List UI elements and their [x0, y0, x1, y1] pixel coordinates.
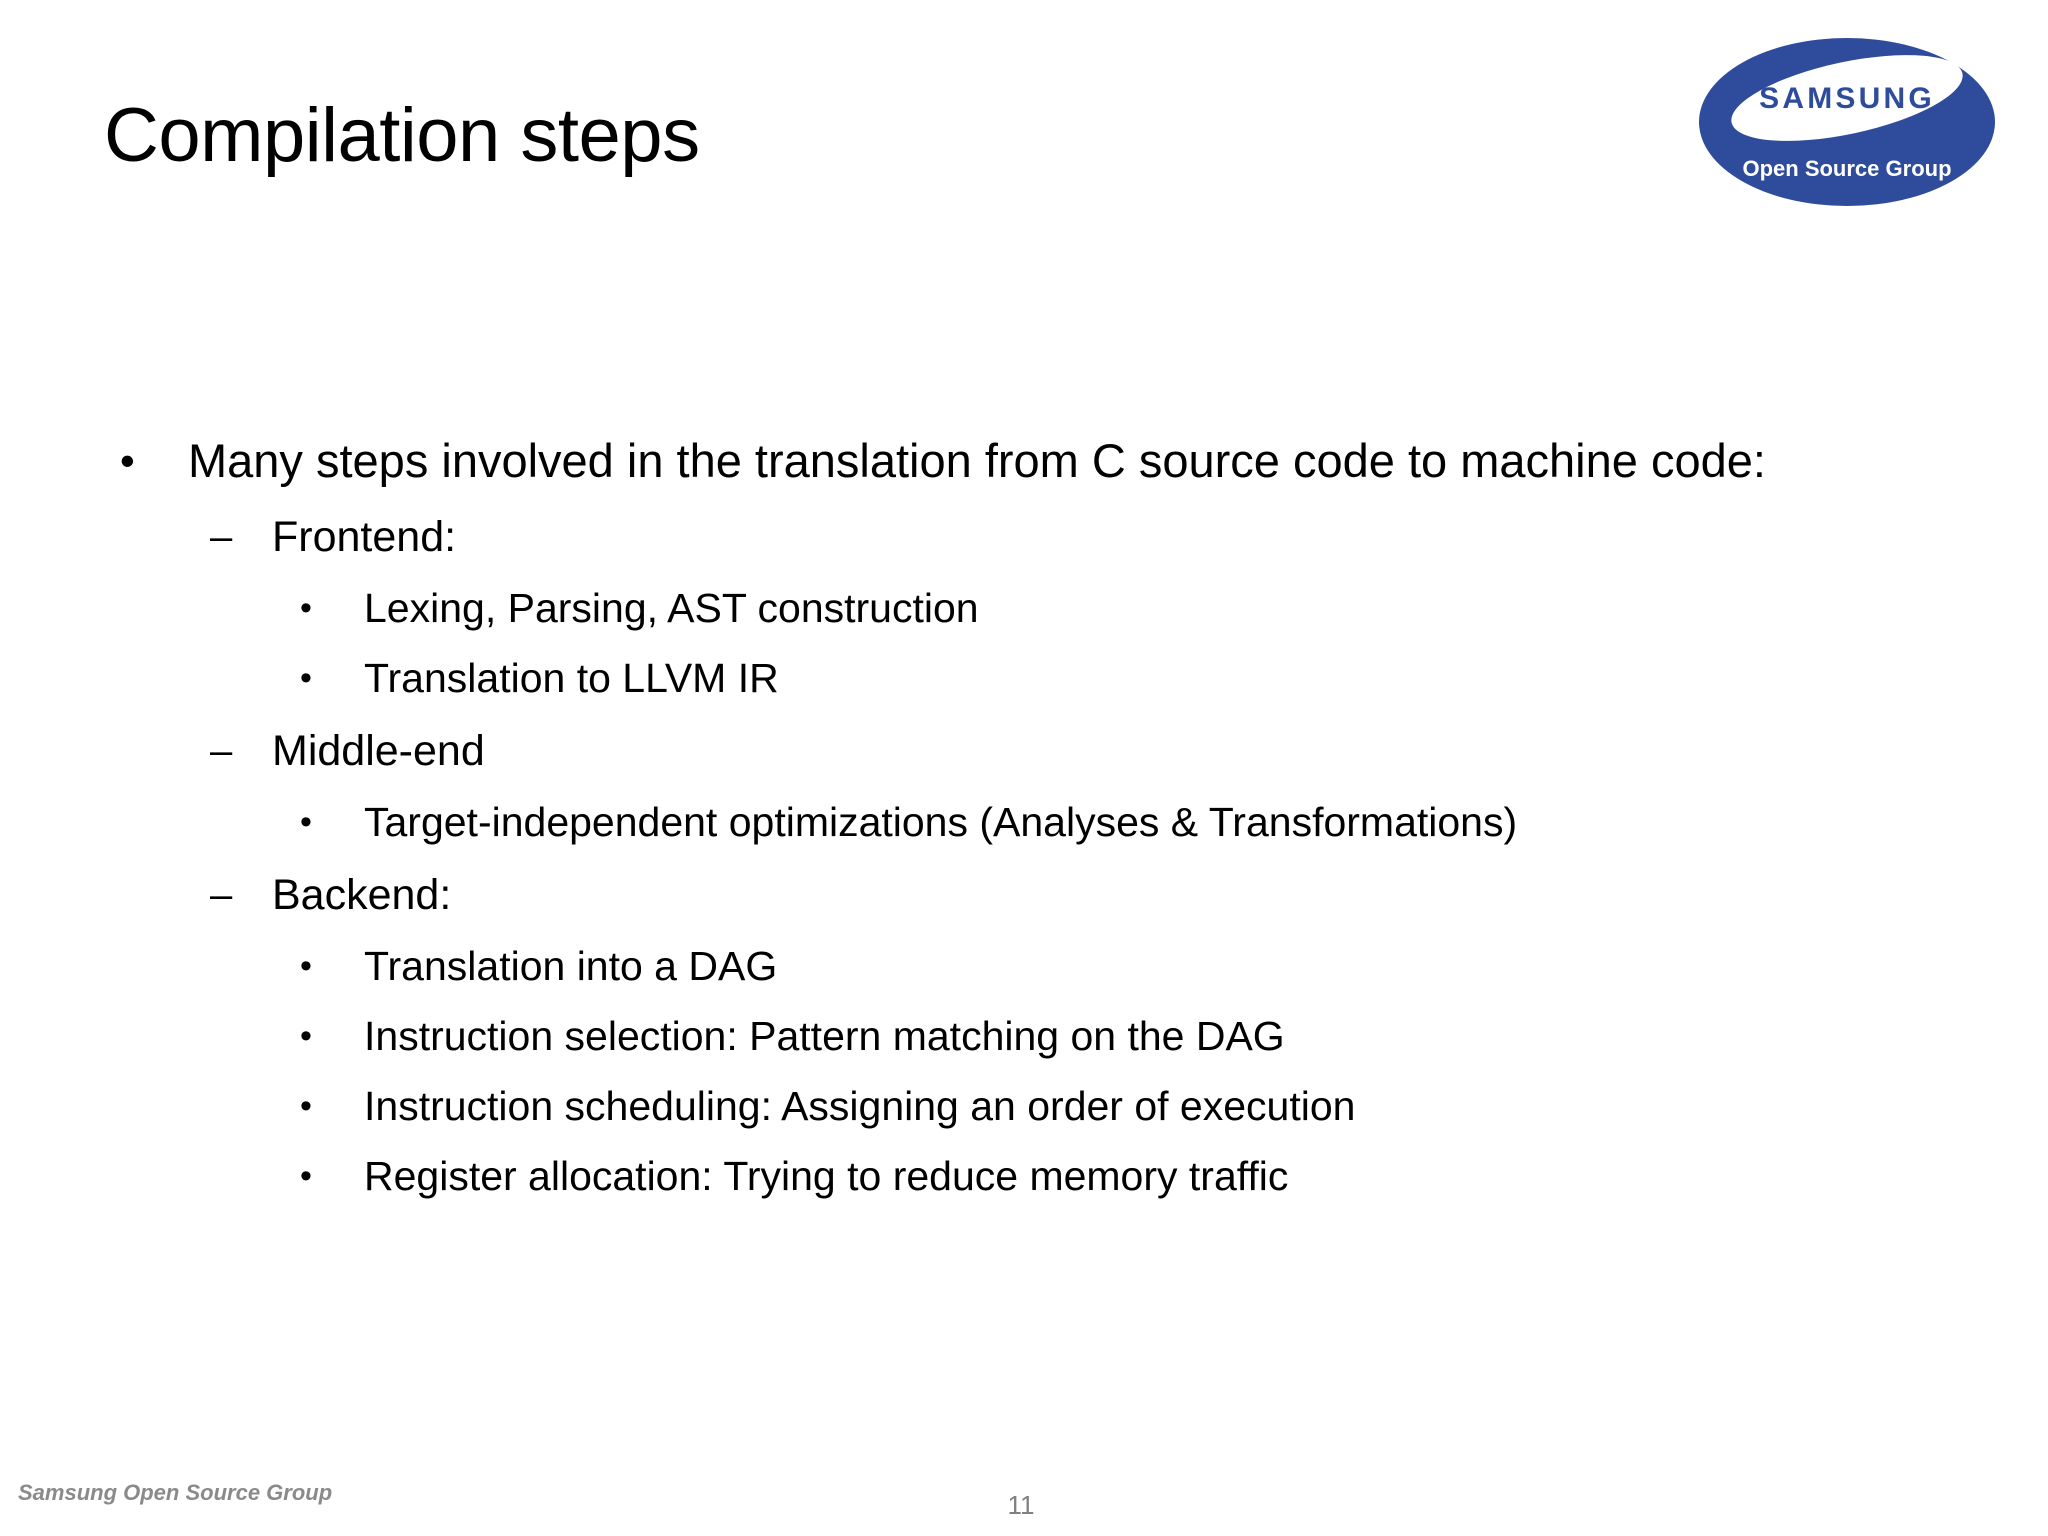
bullet-marker-level2: – — [210, 873, 233, 917]
logo-inner-ellipse — [1731, 55, 1963, 141]
list-item-label: Instruction scheduling: Assigning an ord… — [364, 1083, 1356, 1129]
list-item-label: Lexing, Parsing, AST construction — [364, 585, 979, 631]
list-item-label: Register allocation: Trying to reduce me… — [364, 1153, 1289, 1199]
bullet-marker-level1: • — [120, 437, 135, 484]
list-item-label: Many steps involved in the translation f… — [188, 434, 1766, 487]
list-item-label: Target-independent optimizations (Analys… — [364, 799, 1518, 845]
list-item: • Lexing, Parsing, AST construction — [0, 580, 2048, 636]
footer-organization-label: Samsung Open Source Group — [18, 1480, 333, 1505]
list-item: – Frontend: — [0, 508, 2048, 566]
slide-body: • Many steps involved in the translation… — [0, 430, 2048, 1212]
bullet-marker-level3: • — [300, 1157, 312, 1195]
list-item: • Translation to LLVM IR — [0, 650, 2048, 706]
list-item: – Backend: — [0, 866, 2048, 924]
list-item-label: Frontend: — [272, 513, 457, 561]
list-item-label: Middle-end — [272, 727, 485, 775]
samsung-open-source-group-logo: SAMSUNG Open Source Group — [1697, 36, 1997, 208]
list-item-label: Instruction selection: Pattern matching … — [364, 1013, 1285, 1059]
list-item: – Middle-end — [0, 722, 2048, 780]
list-item: • Instruction scheduling: Assigning an o… — [0, 1078, 2048, 1134]
bullet-marker-level2: – — [210, 729, 233, 773]
page-number-value: 11 — [1007, 1490, 1035, 1520]
bullet-marker-level3: • — [300, 1017, 312, 1055]
list-item-label: Translation to LLVM IR — [364, 655, 779, 701]
page-title: Compilation steps — [104, 93, 700, 178]
list-item: • Register allocation: Trying to reduce … — [0, 1148, 2048, 1204]
list-item: • Target-independent optimizations (Anal… — [0, 794, 2048, 850]
list-item-label: Backend: — [272, 871, 452, 919]
bullet-marker-level3: • — [300, 803, 312, 841]
logo-subtitle-text: Open Source Group — [1742, 156, 1951, 181]
bullet-marker-level3: • — [300, 659, 312, 697]
footer-page-number: 11 — [0, 1490, 2048, 1521]
bullet-marker-level2: – — [210, 515, 233, 559]
list-item: • Instruction selection: Pattern matchin… — [0, 1008, 2048, 1064]
bullet-marker-level3: • — [300, 947, 312, 985]
bullet-marker-level3: • — [300, 589, 312, 627]
logo-brand-text: SAMSUNG — [1759, 82, 1935, 115]
list-item-label: Translation into a DAG — [364, 943, 778, 989]
bullet-marker-level3: • — [300, 1087, 312, 1125]
list-item: • Translation into a DAG — [0, 938, 2048, 994]
list-item: • Many steps involved in the translation… — [0, 430, 2048, 492]
